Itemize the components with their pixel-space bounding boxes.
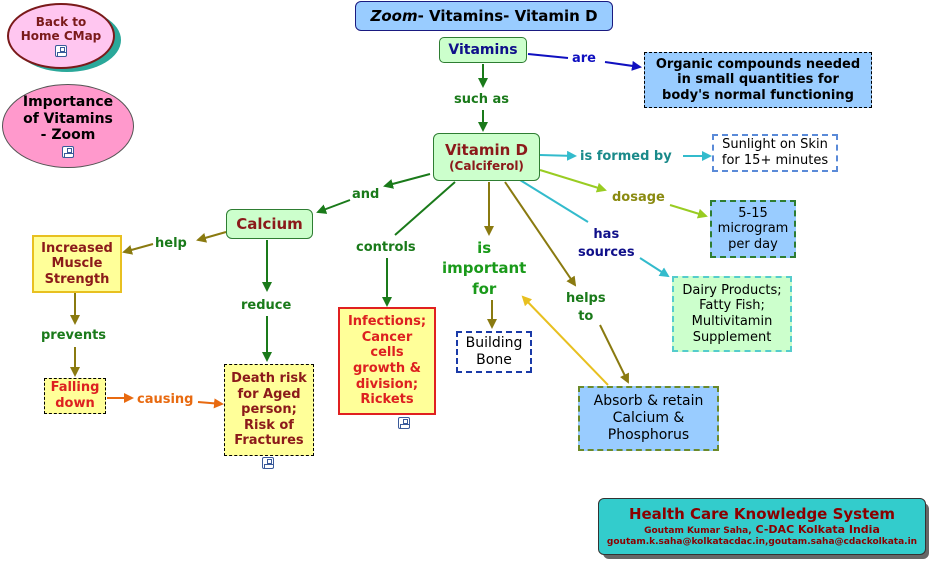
concept-infections: Infections; Cancer cells growth & divisi… xyxy=(338,307,436,415)
link-prevents: prevents xyxy=(41,328,107,343)
importance-vitamins-label: Importance of Vitamins - Zoom xyxy=(22,93,114,144)
footer-box: Health Care Knowledge System Goutam Kuma… xyxy=(598,498,926,555)
calcium-label: Calcium xyxy=(236,215,303,233)
footer-system: Health Care Knowledge System xyxy=(628,505,896,524)
footer-author: Goutam Kumar Saha, C-DAC Kolkata India xyxy=(644,523,880,537)
concept-calcium: Calcium xyxy=(226,209,313,239)
link-reduce: reduce xyxy=(241,298,292,313)
concept-building-bone: Building Bone xyxy=(456,331,532,373)
concept-sources: Dairy Products; Fatty Fish; Multivitamin… xyxy=(672,276,792,352)
footer-author-name: Goutam Kumar Saha, xyxy=(644,526,752,537)
link-is-formed-by: is formed by xyxy=(580,149,672,164)
concept-death-risk: Death risk for Aged person; Risk of Frac… xyxy=(224,364,314,456)
importance-vitamins-link[interactable]: Importance of Vitamins - Zoom xyxy=(2,84,134,168)
concept-muscle-strength: Increased Muscle Strength xyxy=(32,235,122,293)
link-such-as: such as xyxy=(454,92,509,107)
footer-emails: goutam.k.saha@kolkatacdac.in,goutam.saha… xyxy=(606,537,918,547)
back-home-link[interactable]: Back to Home CMap xyxy=(7,3,115,69)
link-help: help xyxy=(155,236,187,251)
sources-label: Dairy Products; Fatty Fish; Multivitamin… xyxy=(682,282,782,345)
title-prefix: Zoom xyxy=(370,7,418,25)
cmap-submap-icon[interactable] xyxy=(398,417,411,429)
concept-vitamin-d: Vitamin D (Calciferol) xyxy=(433,133,540,181)
title-rest: - Vitamins- Vitamin D xyxy=(417,7,598,25)
page-title: Zoom- Vitamins- Vitamin D xyxy=(355,1,613,31)
cmap-submap-icon[interactable] xyxy=(262,457,274,469)
muscle-label: Increased Muscle Strength xyxy=(41,240,113,287)
dosage-value-label: 5-15 microgram per day xyxy=(717,205,789,252)
concept-sunlight: Sunlight on Skin for 15+ minutes xyxy=(712,134,838,172)
link-controls: controls xyxy=(356,240,416,255)
link-has-sources: has sources xyxy=(578,227,635,260)
concept-absorb: Absorb & retain Calcium & Phosphorus xyxy=(578,386,719,451)
concept-organic-compounds: Organic compounds needed in small quanti… xyxy=(644,52,872,108)
vitamin-d-name: Vitamin D xyxy=(445,140,528,159)
infections-label: Infections; Cancer cells growth & divisi… xyxy=(347,314,427,408)
link-and: and xyxy=(352,187,380,202)
link-dosage: dosage xyxy=(612,190,665,205)
concept-vitamins: Vitamins xyxy=(439,37,527,63)
vitamins-label: Vitamins xyxy=(448,41,518,58)
vitamin-d-sub: (Calciferol) xyxy=(449,158,524,173)
link-helps-to: helps to xyxy=(566,291,606,324)
cmap-submap-icon[interactable] xyxy=(55,45,67,58)
cmap-submap-icon[interactable] xyxy=(62,146,74,159)
concept-falling-down: Falling down xyxy=(44,378,106,414)
footer-author-org: C-DAC Kolkata India xyxy=(755,523,880,537)
link-are: are xyxy=(572,51,597,66)
link-causing: causing xyxy=(137,392,194,407)
absorb-label: Absorb & retain Calcium & Phosphorus xyxy=(593,393,704,443)
death-risk-label: Death risk for Aged person; Risk of Frac… xyxy=(231,371,307,449)
organic-label: Organic compounds needed in small quanti… xyxy=(655,56,861,103)
falling-label: Falling down xyxy=(50,380,100,411)
link-is-important-for: is important for xyxy=(442,239,527,298)
bone-label: Building Bone xyxy=(465,335,523,368)
back-home-label: Back to Home CMap xyxy=(20,14,102,43)
sunlight-label: Sunlight on Skin for 15+ minutes xyxy=(721,137,829,168)
concept-dosage-value: 5-15 microgram per day xyxy=(710,200,796,258)
